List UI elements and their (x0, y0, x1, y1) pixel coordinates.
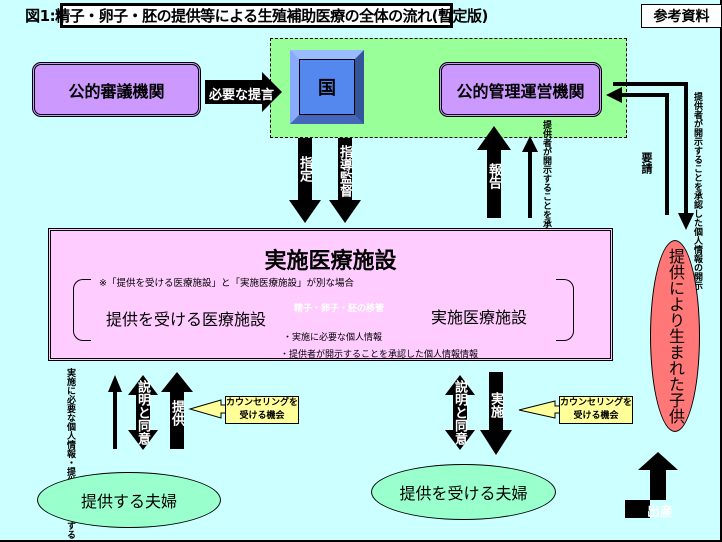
transfer-label: 精子・卵子・胚の移管 (294, 304, 385, 314)
public-council-label: 公的審議機関 (68, 81, 165, 101)
personal-info-submit-arrow (522, 136, 538, 218)
report-label: 報告 (486, 163, 501, 189)
donor-info-arrow (108, 375, 122, 449)
explain-consent-right-label: 説明と同意 (452, 380, 467, 445)
recipient-couple-label: 提供を受ける夫婦 (399, 484, 528, 503)
explain-consent-left-label: 説明と同意 (135, 380, 150, 445)
guidance-label: 指導監督 (337, 145, 352, 197)
submit-info-label: 提供者が開示することを承認した個人情報の提出 (541, 120, 551, 318)
birth-label: 出産 (647, 505, 674, 520)
counseling-left-line-1: カウンセリングを (226, 398, 299, 408)
node-clinic: 実施医療施設 ※「提供を受ける医療施設」と「実施医療施設」が別な場合 提供を受け… (48, 228, 613, 361)
recommendation-label: 必要な提言 (209, 88, 275, 103)
node-child: 提供により生まれた子供 (650, 240, 700, 432)
child-label: 提供により生まれた子供 (666, 248, 685, 424)
request-label: 要請 (640, 152, 653, 174)
node-public-council: 公的審議機関 (32, 62, 201, 117)
info-item-1: ・実施に必要な個人情報 (283, 333, 383, 343)
designation-label: 指定 (297, 156, 312, 182)
public-admin-label: 公的管理運営機関 (456, 81, 585, 101)
node-donor-couple: 提供する夫婦 (37, 472, 221, 528)
counseling-right-arrow (518, 400, 563, 419)
counseling-left-arrow (188, 399, 229, 419)
reference-label: 参考資料 (641, 4, 722, 28)
clinic-note: ※「提供を受ける医療施設」と「実施医療施設」が別な場合 (99, 278, 354, 289)
counseling-left-box: カウンセリングを 受ける機会 (225, 396, 299, 424)
perform-label: 実施 (488, 392, 503, 418)
counseling-right-line-1: カウンセリングを (560, 398, 633, 408)
node-state: 国 (290, 50, 364, 124)
performing-clinic-label: 実施医療施設 (431, 308, 528, 327)
disclose-info-label: 提供者が開示することを承認した個人情報の開示 (692, 92, 702, 290)
node-public-admin: 公的管理運営機関 (439, 62, 602, 117)
node-recipient-couple: 提供を受ける夫婦 (371, 464, 556, 520)
state-label: 国 (318, 78, 336, 99)
receiving-clinic-label: 提供を受ける医療施設 (106, 310, 267, 329)
donor-info-label: 実施に必要な個人情報・提供者が開示することを承認した個人情報 (65, 368, 75, 542)
info-item-2: ・提供者が開示することを承認した個人情報情報 (280, 350, 479, 360)
counseling-right-line-2: 受ける機会 (573, 411, 619, 421)
diagram-title: 図1:精子・卵子・胚の提供等による生殖補助医療の全体の流れ(暫定版) (25, 3, 488, 28)
clinic-title: 実施医療施設 (264, 249, 397, 274)
bracket-left (73, 279, 91, 341)
counseling-left-line-2: 受ける機会 (239, 411, 285, 421)
counseling-right-box: カウンセリングを 受ける機会 (559, 396, 633, 424)
donor-couple-label: 提供する夫婦 (80, 492, 177, 511)
provide-label: 提供 (169, 400, 184, 426)
bracket-right (556, 279, 574, 341)
